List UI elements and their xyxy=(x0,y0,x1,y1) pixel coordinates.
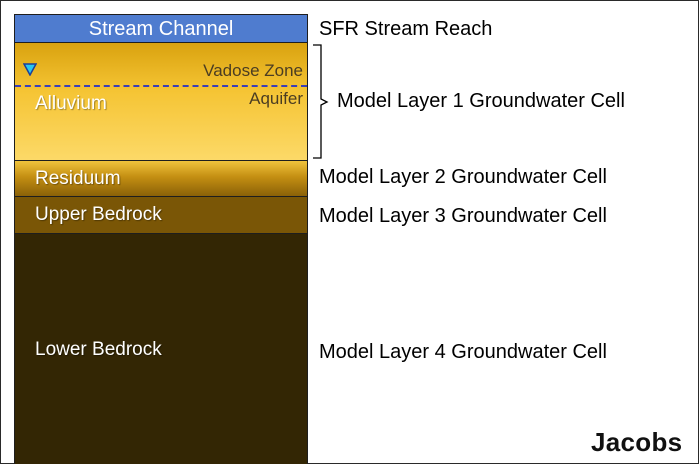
model-layer-4-label: Model Layer 4 Groundwater Cell xyxy=(319,341,607,363)
model-layer-1-label: Model Layer 1 Groundwater Cell xyxy=(337,90,625,112)
model-layer-3-label: Model Layer 3 Groundwater Cell xyxy=(319,205,607,227)
model-layer-2-label: Model Layer 2 Groundwater Cell xyxy=(319,166,607,188)
upper-bedrock-layer: Upper Bedrock xyxy=(14,197,308,234)
residuum-layer: Residuum xyxy=(14,161,308,197)
residuum-label: Residuum xyxy=(35,168,121,189)
lower-bedrock-label: Lower Bedrock xyxy=(35,339,162,360)
upper-bedrock-label: Upper Bedrock xyxy=(35,204,162,225)
water-table-line xyxy=(15,85,307,87)
jacobs-logo: Jacobs xyxy=(591,427,683,457)
sfr-stream-reach-label: SFR Stream Reach xyxy=(319,18,493,40)
alluvium-layer: Vadose Zone Aquifer Alluvium xyxy=(14,43,308,161)
stream-channel-layer: Stream Channel xyxy=(14,14,308,43)
lower-bedrock-layer: Lower Bedrock xyxy=(14,234,308,464)
water-table-triangle-icon xyxy=(23,63,37,76)
alluvium-label: Alluvium xyxy=(35,93,107,114)
curly-bracket-icon xyxy=(313,44,329,159)
stream-channel-label: Stream Channel xyxy=(88,18,234,40)
vadose-zone-label: Vadose Zone xyxy=(203,61,303,80)
aquifer-label: Aquifer xyxy=(249,89,303,108)
